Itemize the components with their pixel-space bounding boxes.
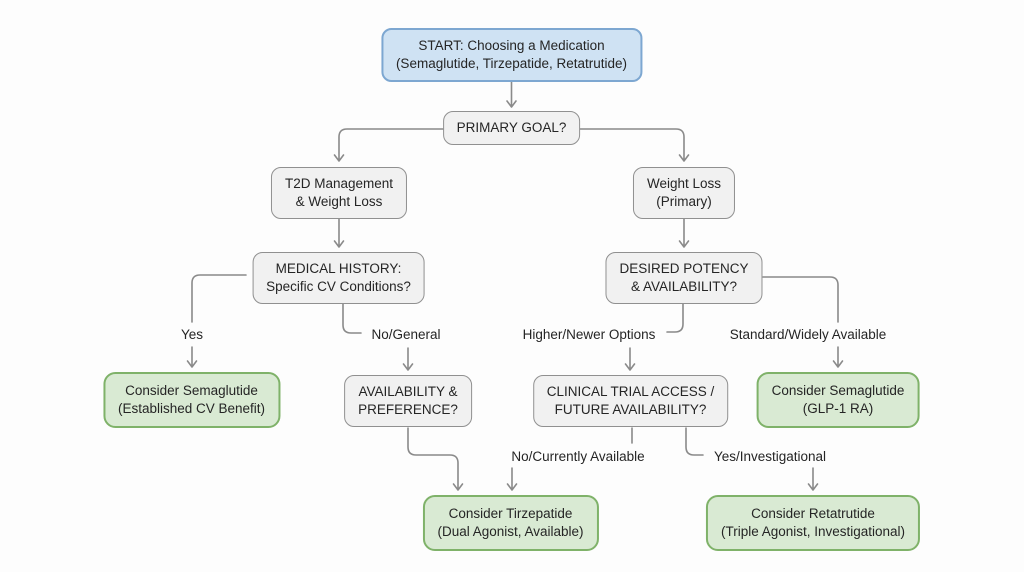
- node-tirzepatide-line2: (Dual Agonist, Available): [437, 524, 584, 539]
- node-desired-potency-line2: & AVAILABILITY?: [630, 279, 738, 294]
- edge-medical-yes-to-semaglutide-cv: [186, 274, 247, 368]
- node-availability-preference: AVAILABILITY & PREFERENCE?: [344, 375, 472, 427]
- node-semaglutide-glp1-line1: Consider Semaglutide: [771, 383, 905, 398]
- node-semaglutide-glp1: Consider Semaglutide (GLP-1 RA): [756, 372, 920, 428]
- node-weight-loss-line2: (Primary): [656, 194, 712, 209]
- node-weight-loss: Weight Loss (Primary): [632, 167, 736, 219]
- edge-label-yes-investigational: Yes/Investigational: [713, 449, 827, 464]
- node-t2d-line2: & Weight Loss: [295, 194, 383, 209]
- edge-primary-to-weightloss: [579, 128, 690, 162]
- node-medical-history-line1: MEDICAL HISTORY:: [275, 261, 402, 276]
- node-retatrutide-line2: (Triple Agonist, Investigational): [720, 524, 906, 539]
- node-start-line2: (Semaglutide, Tirzepatide, Retatrutide): [395, 56, 628, 71]
- node-retatrutide: Consider Retatrutide (Triple Agonist, In…: [705, 495, 921, 551]
- node-start-line1: START: Choosing a Medication: [418, 38, 605, 53]
- edge-medical-nogeneral-to-availability: [342, 302, 414, 371]
- node-availability-line2: PREFERENCE?: [358, 402, 458, 417]
- node-weight-loss-line1: Weight Loss: [646, 176, 722, 191]
- edge-label-no-currently-available: No/Currently Available: [511, 449, 645, 464]
- edge-weightloss-to-desired-potency: [678, 217, 690, 248]
- node-availability-line1: AVAILABILITY &: [358, 384, 458, 399]
- node-medical-history: MEDICAL HISTORY: Specific CV Conditions?: [252, 252, 425, 304]
- edge-label-standard-widely-available: Standard/Widely Available: [729, 327, 887, 342]
- node-clinical-trial-line2: FUTURE AVAILABILITY?: [554, 402, 707, 417]
- edge-desired-standard-to-semaglutide-glp1: [762, 276, 844, 368]
- edge-clinical-nocurrently-to-tirzepatide: [506, 427, 633, 491]
- node-semaglutide-glp1-line2: (GLP-1 RA): [802, 401, 874, 416]
- node-clinical-trial-line1: CLINICAL TRIAL ACCESS /: [546, 384, 715, 399]
- edge-label-yes: Yes: [180, 327, 204, 342]
- edge-desired-higher-to-clinical-trial: [624, 302, 684, 371]
- node-retatrutide-line1: Consider Retatrutide: [751, 506, 875, 521]
- node-clinical-trial: CLINICAL TRIAL ACCESS / FUTURE AVAILABIL…: [532, 375, 729, 427]
- edge-label-no-general: No/General: [371, 327, 441, 342]
- node-tirzepatide-line1: Consider Tirzepatide: [448, 506, 573, 521]
- node-semaglutide-cv-line2: (Established CV Benefit): [117, 401, 266, 416]
- edge-primary-to-t2d: [333, 128, 444, 162]
- edge-t2d-to-medical-history: [333, 217, 345, 248]
- edge-start-to-primary-goal: [506, 78, 517, 108]
- node-desired-potency-line1: DESIRED POTENCY: [619, 261, 749, 276]
- edge-clinical-yesinvestigational-to-retatrutide: [685, 427, 819, 491]
- node-primary-goal-line1: PRIMARY GOAL?: [456, 120, 567, 135]
- node-t2d-management: T2D Management & Weight Loss: [270, 167, 408, 219]
- node-tirzepatide: Consider Tirzepatide (Dual Agonist, Avai…: [422, 495, 599, 551]
- node-medical-history-line2: Specific CV Conditions?: [266, 279, 411, 294]
- node-t2d-line1: T2D Management: [284, 176, 394, 191]
- node-semaglutide-cv-line1: Consider Semaglutide: [125, 383, 258, 398]
- node-start: START: Choosing a Medication (Semaglutid…: [380, 28, 643, 82]
- edge-label-higher-newer-options: Higher/Newer Options: [522, 327, 656, 342]
- edge-availability-to-tirzepatide: [407, 427, 464, 491]
- node-desired-potency: DESIRED POTENCY & AVAILABILITY?: [605, 252, 763, 304]
- node-primary-goal: PRIMARY GOAL?: [442, 111, 581, 145]
- node-semaglutide-cv: Consider Semaglutide (Established CV Ben…: [102, 372, 281, 428]
